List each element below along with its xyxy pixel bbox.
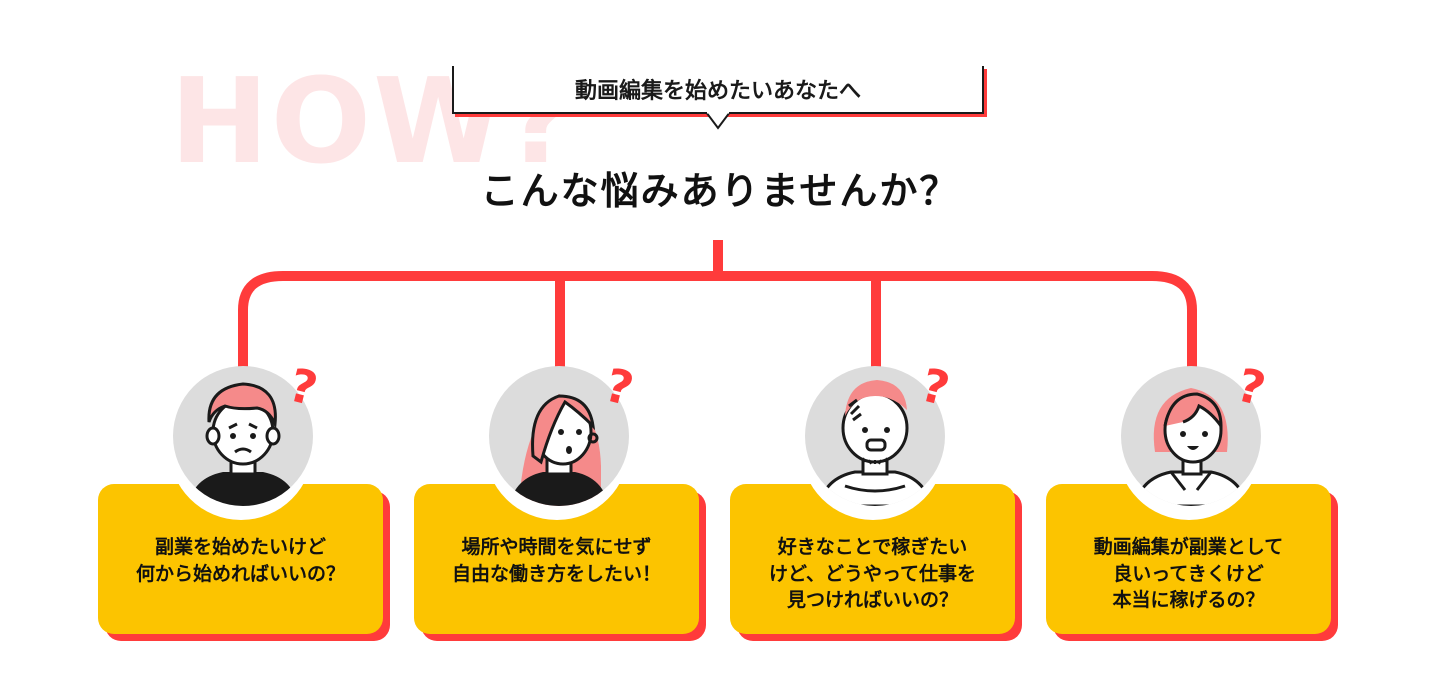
worry-text-2: 場所や時間を気にせず 自由な働き方をしたい！ — [451, 536, 661, 585]
worry-text-1: 副業を始めたいけど 何から始めればいいの？ — [135, 536, 345, 585]
worry-card-4: 動画編集が副業として 良いってきくけど 本当に稼げるの？ — [1046, 376, 1331, 634]
worry-text-3: 好きなことで稼ぎたい けど、どうやって仕事を 見つければいいの？ — [768, 536, 977, 612]
worry-card-3: 好きなことで稼ぎたい けど、どうやって仕事を 見つければいいの？ — [730, 376, 1015, 634]
man-worried-icon — [173, 366, 313, 506]
worry-card-2: 場所や時間を気にせず 自由な働き方をしたい！ — [414, 376, 699, 634]
woman-longhair-icon — [489, 366, 629, 506]
worry-card-1: 副業を始めたいけど 何から始めればいいの？ — [98, 376, 383, 634]
page-title: こんな悩みありませんか？ — [480, 169, 960, 213]
speech-tail-icon — [706, 112, 730, 130]
speech-bubble: 動画編集を始めたいあなたへ — [452, 66, 984, 114]
man-bald-icon — [805, 366, 945, 506]
woman-bob-icon — [1121, 366, 1261, 506]
worry-text-4: 動画編集が副業として 良いってきくけど 本当に稼げるの？ — [1093, 536, 1284, 612]
speech-label: 動画編集を始めたいあなたへ — [574, 79, 861, 104]
